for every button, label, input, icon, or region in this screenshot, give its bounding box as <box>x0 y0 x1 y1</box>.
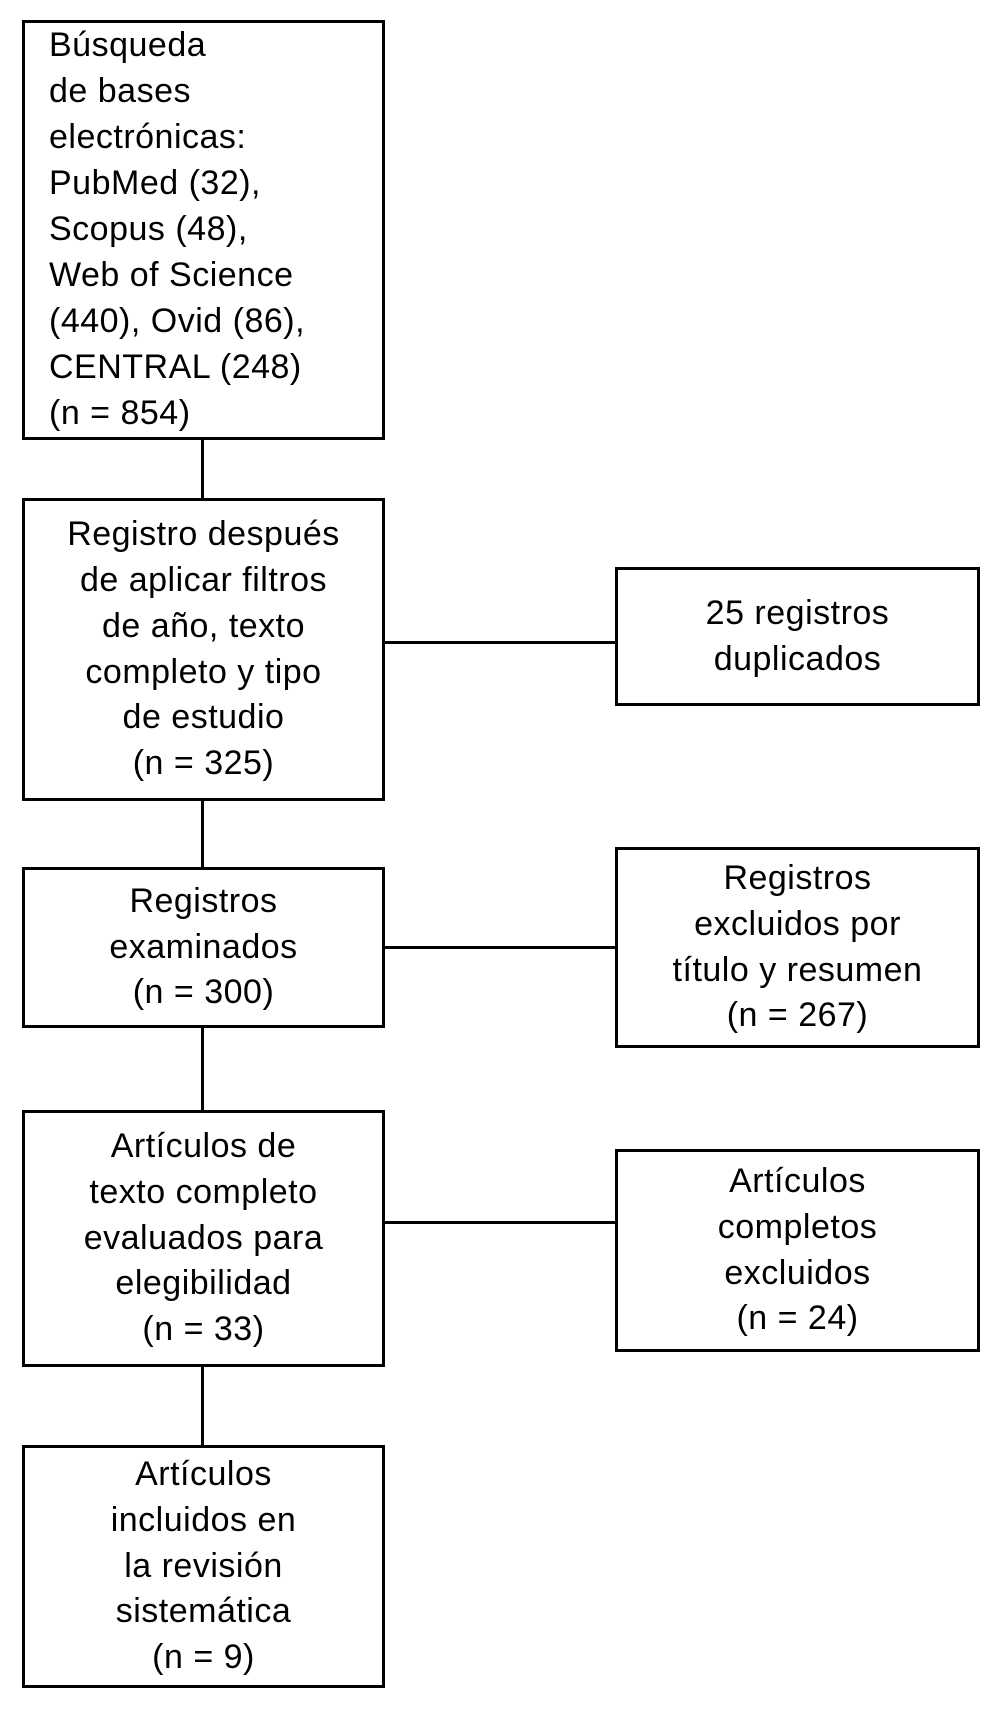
box-included: Artículos incluidos en la revisión siste… <box>22 1445 385 1688</box>
box-fulltext-assessed: Artículos de texto completo evaluados pa… <box>22 1110 385 1367</box>
box-duplicates-removed-text: 25 registros duplicados <box>705 593 890 678</box>
connector-filters-to-duplicates <box>385 641 615 644</box>
box-fulltext-assessed-text: Artículos de texto completo evaluados pa… <box>83 1126 324 1349</box>
connector-assessed-to-included <box>201 1367 204 1445</box>
connector-search-to-filters <box>201 440 204 498</box>
box-fulltext-excluded: Artículos completos excluidos (n = 24) <box>615 1149 980 1352</box>
box-records-screened-text: Registros examinados (n = 300) <box>109 881 298 1012</box>
box-database-search-text: Búsqueda de bases electrónicas: PubMed (… <box>49 26 306 432</box>
box-excluded-title-abstract-text: Registros excluidos por título y resumen… <box>672 858 923 1035</box>
connector-screened-to-excluded <box>385 946 615 949</box>
box-included-text: Artículos incluidos en la revisión siste… <box>110 1454 297 1677</box>
connector-filters-to-screened <box>201 801 204 867</box>
box-database-search: Búsqueda de bases electrónicas: PubMed (… <box>22 20 385 440</box>
box-after-filters: Registro después de aplicar filtros de a… <box>22 498 385 801</box>
connector-screened-to-assessed <box>201 1028 204 1110</box>
box-excluded-title-abstract: Registros excluidos por título y resumen… <box>615 847 980 1048</box>
box-fulltext-excluded-text: Artículos completos excluidos (n = 24) <box>717 1161 878 1338</box>
connector-assessed-to-fulltext-excluded <box>385 1221 615 1224</box>
box-duplicates-removed: 25 registros duplicados <box>615 567 980 706</box>
box-after-filters-text: Registro después de aplicar filtros de a… <box>67 514 340 783</box>
box-records-screened: Registros examinados (n = 300) <box>22 867 385 1028</box>
